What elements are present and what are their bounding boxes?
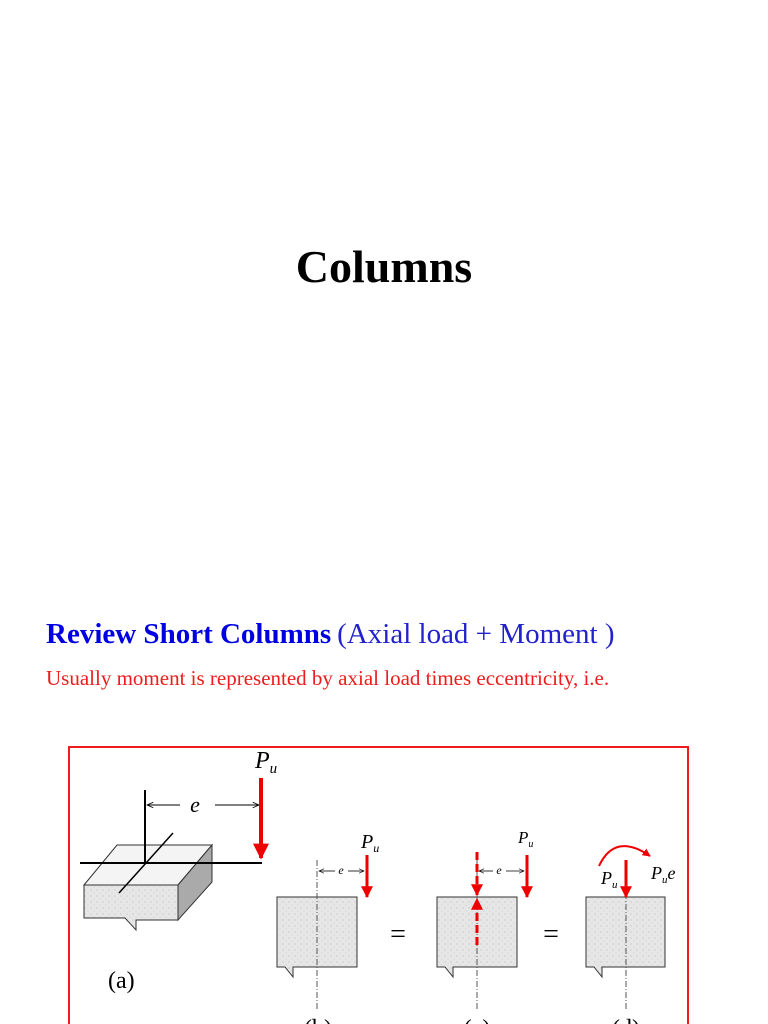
panel-c: e Pu (c) [436, 828, 533, 1024]
slide-title: Columns [295, 241, 473, 292]
moment-arrow [598, 845, 651, 867]
subtitle: Usually moment is represented by axial l… [46, 666, 610, 690]
svg-text:e: e [338, 863, 344, 877]
svg-text:Pu: Pu [360, 831, 379, 855]
panel-label-c: (c) [464, 1016, 491, 1024]
svg-text:=: = [543, 919, 559, 950]
section-heading: Review Short Columns(Axial load + Moment… [46, 618, 614, 651]
svg-text:Pue: Pue [650, 863, 676, 886]
svg-text:=: = [390, 919, 406, 950]
eccentricity-label: e [190, 792, 200, 817]
svg-text:Pu: Pu [600, 868, 618, 891]
heading-sub: (Axial load + Moment ) [337, 618, 615, 650]
panel-d: Pu Pue (d) [585, 845, 676, 1024]
panel-b: e Pu (b) [276, 831, 379, 1024]
panel-label-d: (d) [612, 1016, 640, 1024]
panel-label-a: (a) [108, 968, 135, 994]
panel-a: e Pu (a) [80, 748, 277, 994]
panel-label-b: (b) [304, 1016, 332, 1024]
svg-text:Pu: Pu [254, 748, 277, 777]
figure-frame [68, 746, 689, 1024]
heading-main: Review Short Columns [46, 618, 332, 650]
svg-text:e: e [496, 863, 502, 877]
svg-text:Pu: Pu [517, 828, 533, 850]
